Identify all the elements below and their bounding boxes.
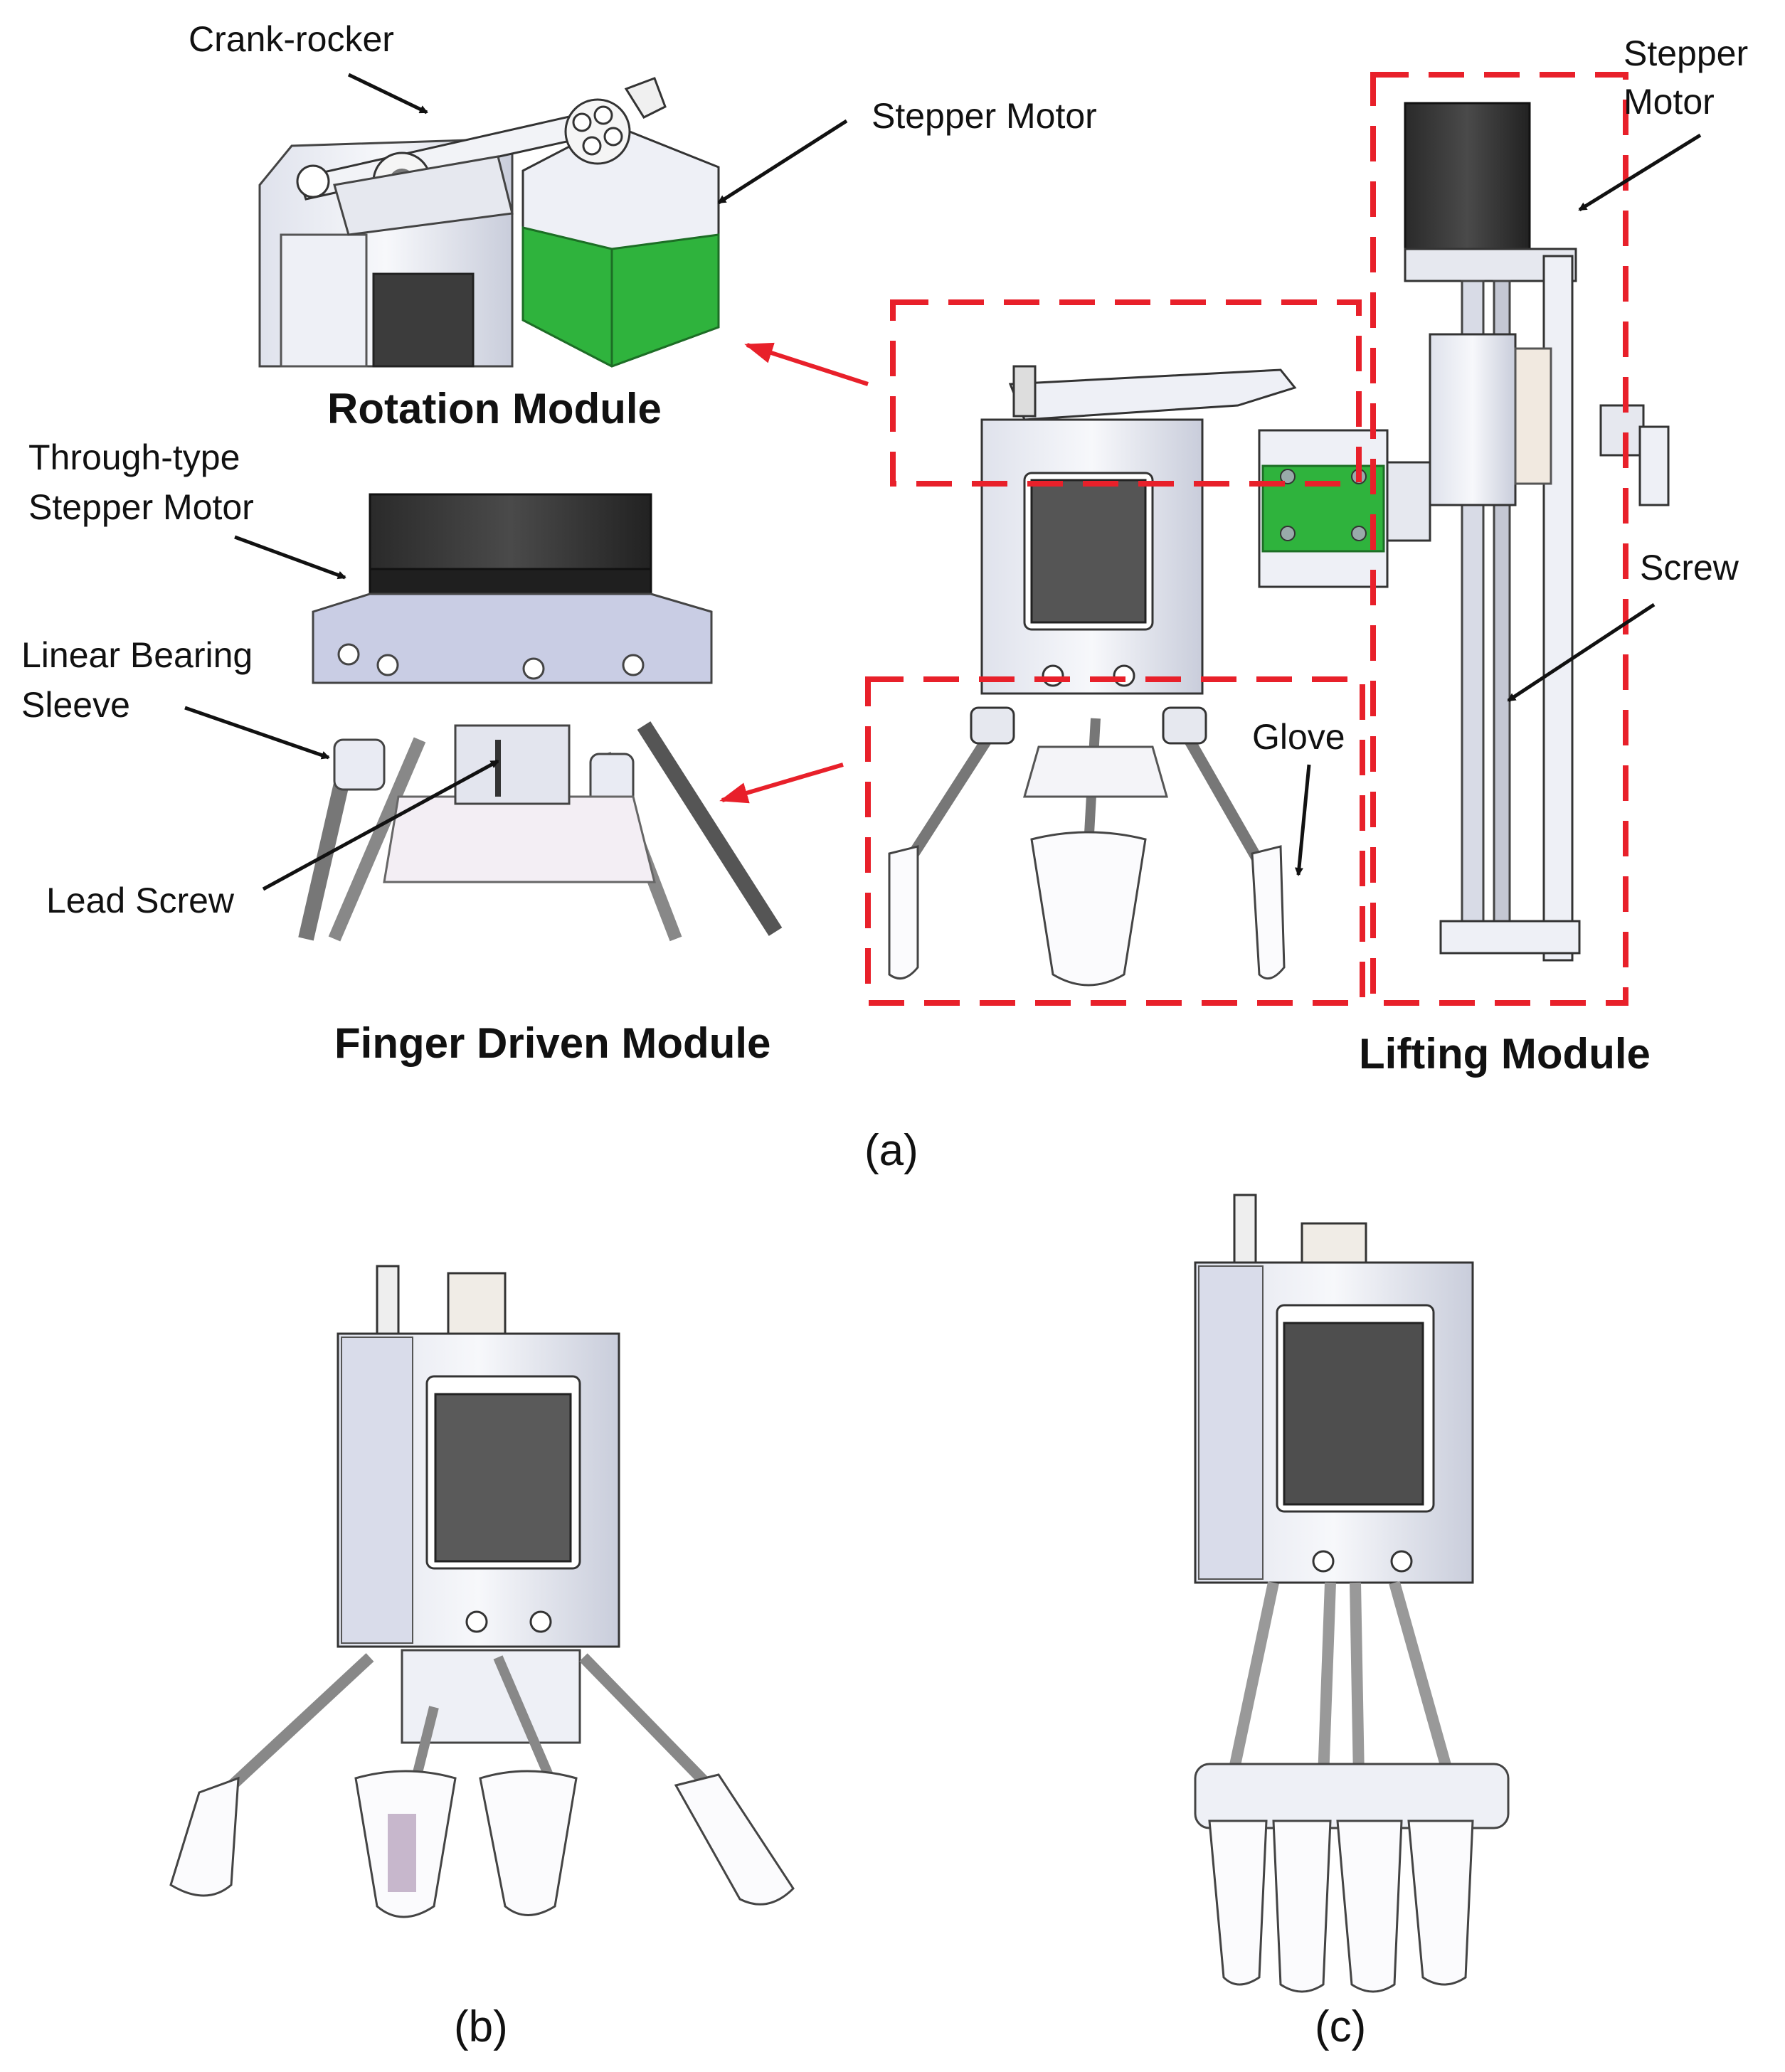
callout-stepper-motor-rotation: Stepper Motor — [872, 96, 1097, 136]
highlight-box-finger — [865, 676, 1365, 1006]
red-arrow-finger — [719, 763, 844, 804]
gripper-open-drawing — [169, 1265, 795, 1918]
arrow-stepper-motor-lifting — [1578, 133, 1702, 212]
callout-screw: Screw — [1640, 548, 1739, 588]
red-arrow-rotation — [744, 342, 869, 386]
arrow-crank-rocker — [347, 73, 428, 115]
rotation-module-drawing — [258, 77, 720, 368]
callout-crank-rocker: Crank-rocker — [189, 19, 394, 59]
panel-label-b: (b) — [454, 2002, 508, 2051]
arrow-through-type — [234, 535, 346, 580]
label-finger-driven-module: Finger Driven Module — [334, 1019, 770, 1067]
finger-driven-module-drawing — [298, 493, 783, 942]
panel-label-c: (c) — [1315, 2002, 1366, 2051]
callout-linear-bearing-1: Linear Bearing — [21, 635, 253, 675]
arrow-glove — [1294, 764, 1311, 876]
label-rotation-module: Rotation Module — [327, 385, 662, 432]
callout-stepper-motor-lifting-2: Motor — [1624, 82, 1715, 122]
callout-through-type-1: Through-type — [28, 437, 240, 477]
callout-through-type-2: Stepper Motor — [28, 487, 254, 527]
gripper-closed-drawing — [1194, 1194, 1510, 1993]
highlight-box-lifting — [1370, 72, 1628, 1006]
callout-linear-bearing-2: Sleeve — [21, 685, 130, 725]
arrow-screw — [1507, 602, 1656, 703]
arrow-lead-screw — [262, 759, 499, 891]
arrow-linear-bearing — [184, 706, 330, 760]
panel-label-a: (a) — [864, 1126, 918, 1175]
arrow-stepper-motor-rotation — [717, 119, 848, 205]
label-lifting-module: Lifting Module — [1359, 1030, 1651, 1078]
main-assembly-drawing — [888, 102, 1670, 987]
callout-lead-screw: Lead Screw — [46, 881, 235, 920]
callout-glove: Glove — [1252, 717, 1345, 757]
callout-stepper-motor-lifting-1: Stepper — [1624, 33, 1748, 73]
highlight-box-rotation — [890, 299, 1362, 487]
